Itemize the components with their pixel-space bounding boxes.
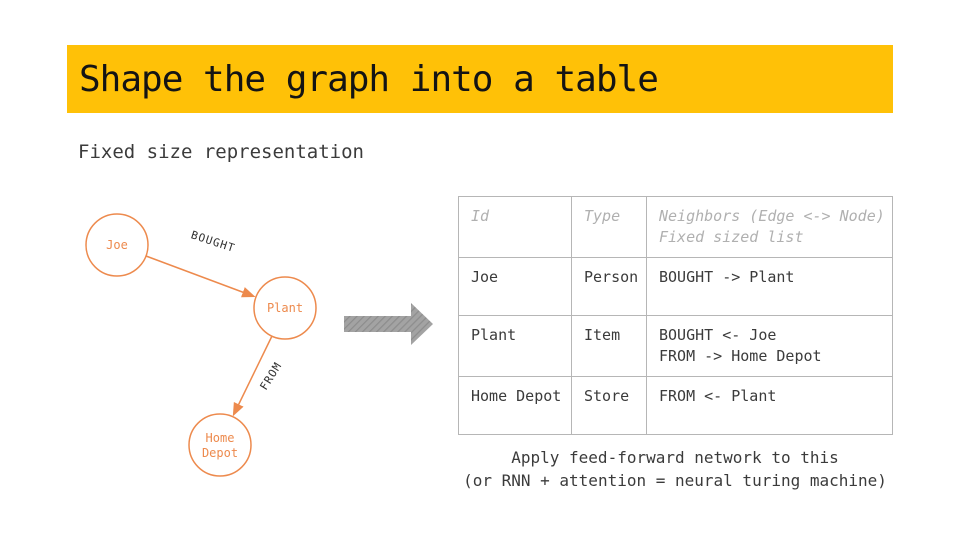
edge-label-from: FROM — [257, 360, 284, 393]
node-joe-label: Joe — [106, 238, 128, 252]
caption-line1: Apply feed-forward network to this — [511, 448, 839, 467]
slide-subtitle: Fixed size representation — [78, 141, 364, 163]
table-row-joe: Joe Person BOUGHT -> Plant — [458, 257, 893, 316]
header-neighbors-line1: Neighbors (Edge <-> Node) — [659, 207, 885, 225]
cell-type: Person — [571, 257, 647, 316]
node-home-depot-circle — [188, 413, 252, 477]
cell-id: Plant — [458, 315, 572, 377]
cell-neighbors: BOUGHT <- Joe FROM -> Home Depot — [646, 315, 893, 377]
cell-id: Joe — [458, 257, 572, 316]
cell-type: Item — [571, 315, 647, 377]
cell-neighbors: FROM <- Plant — [646, 376, 893, 435]
node-joe-circle — [85, 213, 149, 277]
header-id: Id — [458, 196, 572, 258]
cell-id: Home Depot — [458, 376, 572, 435]
header-neighbors-line2: Fixed sized list — [659, 228, 804, 246]
title-bar: Shape the graph into a table — [67, 45, 893, 113]
transform-arrow-icon — [344, 303, 433, 345]
caption-line2: (or RNN + attention = neural turing mach… — [463, 471, 887, 490]
edge-from-line — [232, 335, 273, 417]
node-home-depot-label-line2: Depot — [202, 446, 238, 460]
neighbor-entry: FROM -> Home Depot — [659, 347, 822, 365]
slide-title: Shape the graph into a table — [79, 58, 659, 100]
edge-bought-line — [145, 255, 256, 298]
cell-neighbors: BOUGHT -> Plant — [646, 257, 893, 316]
neighbor-entry: BOUGHT -> Plant — [659, 268, 795, 286]
graph-diagram: BOUGHT FROM Joe Plant Home Depot — [85, 213, 317, 477]
node-plant-circle — [253, 276, 317, 340]
node-home-depot-label-line1: Home — [206, 431, 235, 445]
graph-to-table-mapping: Id Type Neighbors (Edge <-> Node) Fixed … — [458, 196, 893, 435]
edge-label-bought: BOUGHT — [189, 228, 237, 255]
header-neighbors: Neighbors (Edge <-> Node) Fixed sized li… — [646, 196, 893, 258]
cell-type: Store — [571, 376, 647, 435]
table-row-plant: Plant Item BOUGHT <- Joe FROM -> Home De… — [458, 315, 893, 377]
neighbor-entry: FROM <- Plant — [659, 387, 777, 405]
neighbor-entry: BOUGHT <- Joe — [659, 326, 777, 344]
header-type: Type — [571, 196, 647, 258]
caption: Apply feed-forward network to this (or R… — [456, 446, 894, 492]
table-row-home-depot: Home Depot Store FROM <- Plant — [458, 376, 893, 435]
table-header-row: Id Type Neighbors (Edge <-> Node) Fixed … — [458, 196, 893, 258]
node-plant-label: Plant — [267, 301, 303, 315]
